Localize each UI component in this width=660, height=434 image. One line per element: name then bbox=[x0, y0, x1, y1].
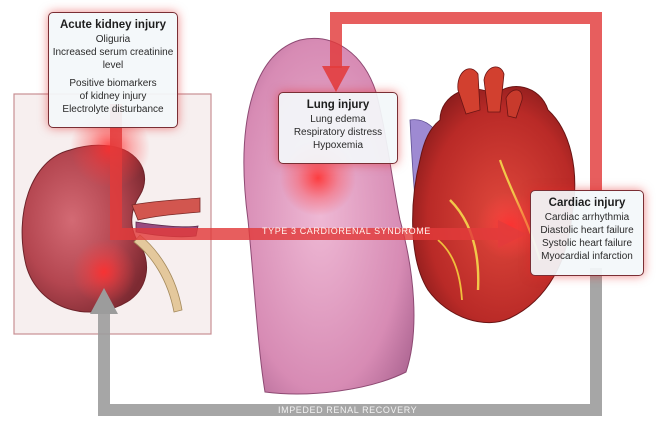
aki-line: Electrolyte disturbance bbox=[62, 104, 164, 115]
renal-artery bbox=[131, 197, 201, 221]
cardiac-injury-box: Cardiac injury Cardiac arrhythmia Diasto… bbox=[530, 190, 644, 276]
lung-line: Hypoxemia bbox=[312, 140, 364, 151]
aki-line: of kidney injury bbox=[79, 91, 147, 102]
acute-kidney-injury-box: Acute kidney injury Oliguria Increased s… bbox=[48, 12, 178, 128]
aorta bbox=[457, 68, 481, 115]
aki-line: Positive biomarkers bbox=[69, 78, 157, 89]
heart-to-lung-arrow-shaft bbox=[330, 12, 602, 190]
aki-line: level bbox=[102, 60, 124, 71]
impeded-arrowhead bbox=[90, 288, 118, 314]
lung-line: Lung edema bbox=[310, 114, 366, 125]
lung-injury-box: Lung injury Lung edema Respiratory distr… bbox=[278, 92, 398, 164]
aki-line: Increased serum creatinine bbox=[52, 47, 174, 58]
type3-cardiorenal-label: TYPE 3 CARDIORENAL SYNDROME bbox=[262, 226, 431, 236]
aki-line: Oliguria bbox=[95, 34, 131, 45]
heart-to-lung-arrowhead bbox=[322, 66, 350, 92]
lung-title: Lung injury bbox=[306, 99, 370, 111]
ureter bbox=[133, 234, 183, 313]
cardiac-line: Cardiac arrhythmia bbox=[544, 212, 630, 223]
aki-title: Acute kidney injury bbox=[59, 19, 167, 31]
impeded-renal-recovery-label: IMPEDED RENAL RECOVERY bbox=[278, 405, 418, 415]
type3-arrowhead bbox=[498, 220, 526, 248]
cardiac-line: Myocardial infarction bbox=[541, 251, 633, 262]
cardiac-line: Systolic heart failure bbox=[541, 238, 633, 249]
type3-arrow-shaft bbox=[110, 104, 500, 240]
impeded-arrow-shaft bbox=[98, 268, 602, 416]
cardiac-line: Diastolic heart failure bbox=[540, 225, 634, 236]
lung-line: Respiratory distress bbox=[293, 127, 383, 138]
cardiac-title: Cardiac injury bbox=[548, 197, 626, 209]
